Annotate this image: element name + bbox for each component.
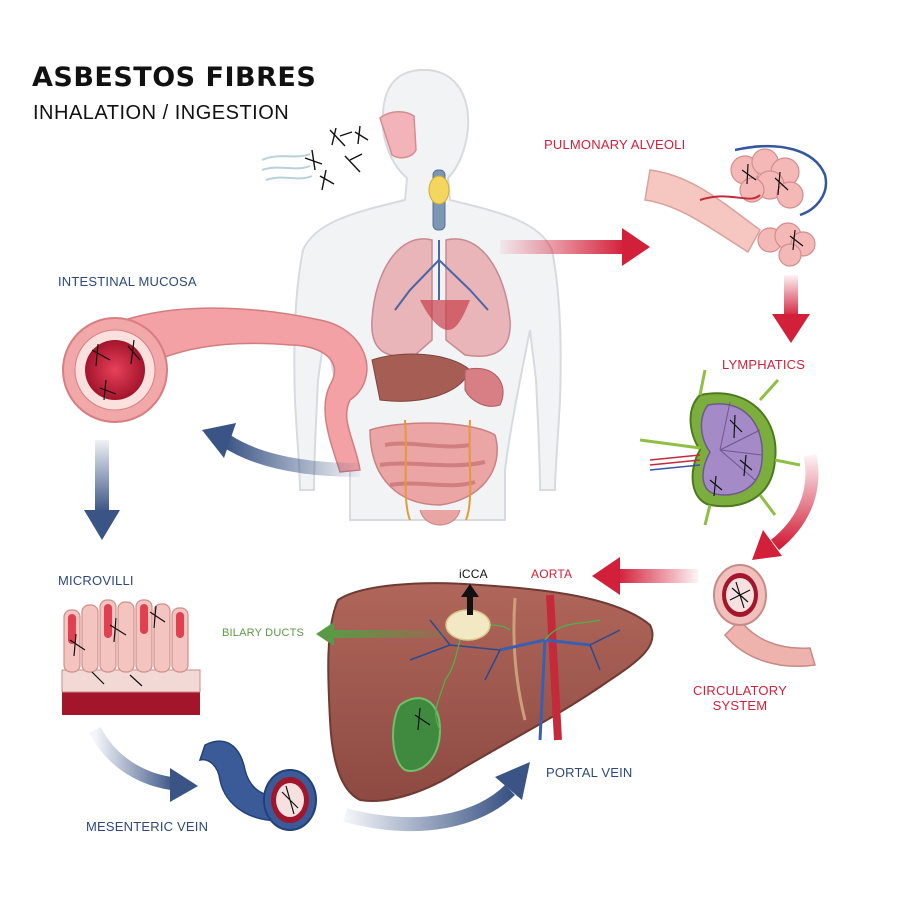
mesenteric-vein-illustration bbox=[198, 740, 317, 831]
page-subtitle: INHALATION / INGESTION bbox=[33, 102, 290, 124]
label-icca: iCCA bbox=[459, 567, 488, 581]
arrow-mesenteric-to-portal bbox=[343, 762, 530, 832]
pulmonary-alveoli-illustration bbox=[644, 144, 828, 267]
arrow-body-to-intestine bbox=[202, 423, 361, 477]
asbestos-fibres-inhaled bbox=[304, 125, 369, 191]
arrow-lungs-to-alveoli bbox=[500, 228, 650, 266]
intestine-cross-section bbox=[62, 307, 368, 473]
label-circulatory-system: CIRCULATORY SYSTEM bbox=[685, 683, 795, 713]
label-bilary-ducts: BILARY DUCTS bbox=[222, 627, 305, 639]
microvilli-illustration bbox=[61, 599, 201, 715]
label-pulmonary-alveoli: PULMONARY ALVEOLI bbox=[544, 137, 686, 152]
label-aorta: AORTA bbox=[531, 567, 573, 581]
label-lymphatics: LYMPHATICS bbox=[722, 357, 806, 372]
arrow-circulatory-to-aorta bbox=[592, 557, 698, 595]
label-microvilli: MICROVILLI bbox=[58, 573, 134, 588]
lymph-node-illustration bbox=[639, 369, 801, 526]
circulatory-vessel-illustration bbox=[713, 564, 816, 667]
lungs bbox=[371, 238, 511, 357]
arrow-alveoli-to-lymphatics bbox=[772, 275, 810, 343]
arrow-bilary-ducts bbox=[316, 622, 445, 646]
label-intestinal-mucosa: INTESTINAL MUCOSA bbox=[58, 274, 197, 289]
arrow-icca bbox=[461, 584, 479, 615]
label-circulatory-system-line1: CIRCULATORY bbox=[693, 683, 787, 698]
arrow-microvilli-to-mesenteric bbox=[89, 726, 198, 802]
arrow-intestine-to-microvilli bbox=[84, 440, 120, 540]
arrow-lymphatics-to-circulatory bbox=[752, 453, 819, 560]
page-title: ASBESTOS FIBRES bbox=[32, 62, 317, 93]
label-circulatory-system-line2: SYSTEM bbox=[712, 698, 768, 713]
label-portal-vein: PORTAL VEIN bbox=[546, 765, 633, 780]
abdominal-organs bbox=[369, 353, 504, 526]
upper-airway bbox=[379, 111, 450, 231]
inhaled-air-swirls bbox=[261, 153, 313, 181]
label-mesenteric-vein: MESENTERIC VEIN bbox=[86, 819, 209, 834]
